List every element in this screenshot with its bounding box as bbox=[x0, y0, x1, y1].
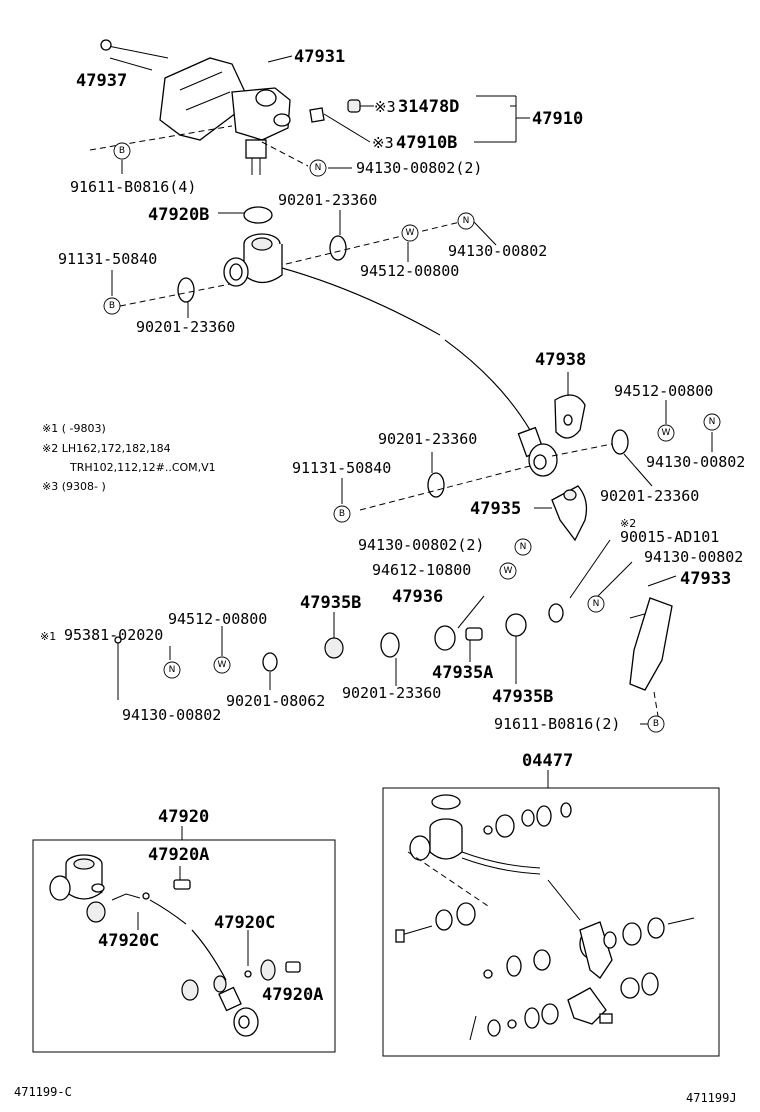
label-94512-a: 94512-00800 bbox=[360, 262, 459, 280]
svg-text:W: W bbox=[662, 428, 671, 438]
svg-text:N: N bbox=[709, 417, 716, 427]
label-90201-e: 90201-23360 bbox=[342, 684, 441, 702]
label-47920A-a: 47920A bbox=[148, 845, 209, 865]
master-cylinder-drawing bbox=[100, 39, 361, 303]
label-47920: 47920 bbox=[158, 807, 209, 827]
label-90015: 90015-AD101 bbox=[620, 528, 719, 546]
label-47910B: 47910B bbox=[396, 133, 457, 153]
label-47935B-a: 47935B bbox=[300, 593, 361, 613]
label-90201-08062: 90201-08062 bbox=[226, 692, 325, 710]
note-2b: TRH102,112,12#..COM,V1 bbox=[69, 461, 216, 474]
label-47935A: 47935A bbox=[432, 663, 493, 683]
svg-text:B: B bbox=[109, 301, 115, 311]
svg-text:W: W bbox=[218, 660, 227, 670]
label-31478D: 31478D bbox=[398, 97, 459, 117]
label-47910: 47910 bbox=[532, 109, 583, 129]
note-2: ※2 LH162,172,182,184 bbox=[42, 442, 171, 455]
label-94130-2a: 94130-00802(2) bbox=[356, 159, 482, 177]
label-94130-b: 94130-00802 bbox=[646, 453, 745, 471]
svg-text:N: N bbox=[315, 163, 322, 173]
label-94512-b: 94512-00800 bbox=[614, 382, 713, 400]
label-47937: 47937 bbox=[76, 71, 127, 91]
label-47931: 47931 bbox=[294, 47, 345, 67]
note-1: ※1 ( -9803) bbox=[42, 422, 106, 435]
label-91611-2: 91611-B0816(2) bbox=[494, 715, 620, 733]
label-90201-d: 90201-23360 bbox=[600, 487, 699, 505]
kit-04477-parts bbox=[395, 794, 695, 1041]
footer-left-code: 471199-C bbox=[14, 1085, 72, 1099]
label-94130-2b: 94130-00802(2) bbox=[358, 536, 484, 554]
svg-text:N: N bbox=[593, 599, 600, 609]
circle-markers: B N N W B W N B N W N W N B bbox=[103, 142, 721, 733]
ref-mark: ※3 bbox=[372, 134, 394, 152]
kit-47920-parts bbox=[49, 854, 301, 1037]
svg-text:B: B bbox=[339, 509, 345, 519]
leader-lines bbox=[89, 55, 713, 725]
part-labels: 47937 47931 ※3 31478D 47910 ※3 47910B 94… bbox=[40, 47, 745, 733]
label-91131-a: 91131-50840 bbox=[58, 250, 157, 268]
label-91131-b: 91131-50840 bbox=[292, 459, 391, 477]
label-90201-b: 90201-23360 bbox=[136, 318, 235, 336]
label-90201-a: 90201-23360 bbox=[278, 191, 377, 209]
label-95381: 95381-02020 bbox=[64, 626, 163, 644]
label-47920B: 47920B bbox=[148, 205, 209, 225]
label-47935B-b: 47935B bbox=[492, 687, 553, 707]
label-47938: 47938 bbox=[535, 350, 586, 370]
clutch-line-drawing bbox=[281, 267, 558, 477]
label-47935: 47935 bbox=[470, 499, 521, 519]
label-91611-4: 91611-B0816(4) bbox=[70, 178, 196, 196]
ref-mark: ※2 bbox=[620, 517, 636, 530]
label-94130-c: 94130-00802 bbox=[644, 548, 743, 566]
footer-right-code: 471199J bbox=[686, 1091, 737, 1105]
ref-mark: ※3 bbox=[374, 98, 396, 116]
label-47920A-b: 47920A bbox=[262, 985, 323, 1005]
label-47933: 47933 bbox=[680, 569, 731, 589]
label-94130-d: 94130-00802 bbox=[122, 706, 221, 724]
label-47920C-a: 47920C bbox=[98, 931, 159, 951]
label-47920C-b: 47920C bbox=[214, 913, 275, 933]
ref-mark: ※1 bbox=[40, 630, 56, 643]
kit-04477-box bbox=[382, 787, 720, 1057]
svg-text:N: N bbox=[169, 665, 176, 675]
bracket-drawing bbox=[114, 394, 673, 717]
label-90201-c: 90201-23360 bbox=[378, 430, 477, 448]
note-3: ※3 (9308- ) bbox=[42, 480, 106, 493]
svg-text:N: N bbox=[520, 542, 527, 552]
label-04477: 04477 bbox=[522, 751, 573, 771]
label-47936: 47936 bbox=[392, 587, 443, 607]
label-94130-a: 94130-00802 bbox=[448, 242, 547, 260]
svg-text:W: W bbox=[504, 566, 513, 576]
kit-04477: 04477 bbox=[382, 751, 720, 1057]
svg-text:W: W bbox=[406, 228, 415, 238]
svg-text:B: B bbox=[119, 146, 125, 156]
svg-text:N: N bbox=[463, 216, 470, 226]
label-94512-c: 94512-00800 bbox=[168, 610, 267, 628]
kit-47920: 47920 47920A bbox=[32, 807, 336, 1053]
kit-47920-box bbox=[32, 839, 336, 1053]
label-94612: 94612-10800 bbox=[372, 561, 471, 579]
svg-text:B: B bbox=[653, 719, 659, 729]
